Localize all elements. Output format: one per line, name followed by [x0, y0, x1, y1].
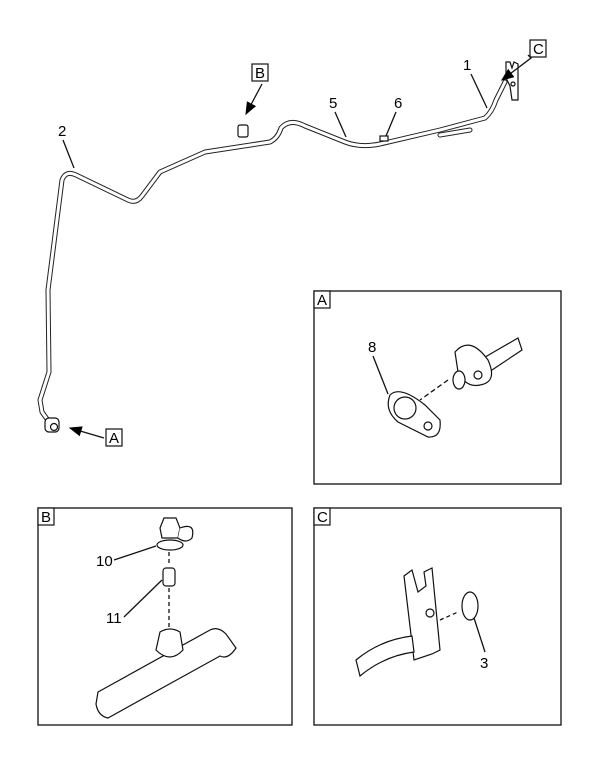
- view-tag-b: B: [255, 65, 265, 82]
- view-tag-a: A: [109, 430, 119, 447]
- callout-10: 10: [96, 553, 113, 570]
- callout-6: 6: [394, 95, 402, 112]
- callout-8: 8: [368, 339, 376, 356]
- detail-tag-c: C: [317, 509, 328, 526]
- callouts-main: 2 5 6 1 B C A: [58, 39, 547, 447]
- washer-10: [156, 539, 184, 551]
- callout-2: 2: [58, 123, 66, 140]
- view-tag-c: C: [533, 41, 544, 58]
- callout-11: 11: [106, 610, 122, 627]
- detail-view-b: B 10 11: [37, 507, 293, 726]
- seal-3: [461, 591, 479, 621]
- callout-3: 3: [480, 655, 488, 672]
- clip-6: [379, 135, 389, 142]
- fitting-b: [237, 124, 249, 138]
- callout-5: 5: [329, 95, 337, 112]
- detail-view-a: A 8: [313, 290, 562, 485]
- detail-tag-a: A: [317, 292, 327, 309]
- detail-view-c: C 3: [313, 507, 562, 726]
- detail-tag-b: B: [41, 509, 51, 526]
- callout-1: 1: [463, 57, 471, 74]
- bracket-c: [505, 61, 519, 101]
